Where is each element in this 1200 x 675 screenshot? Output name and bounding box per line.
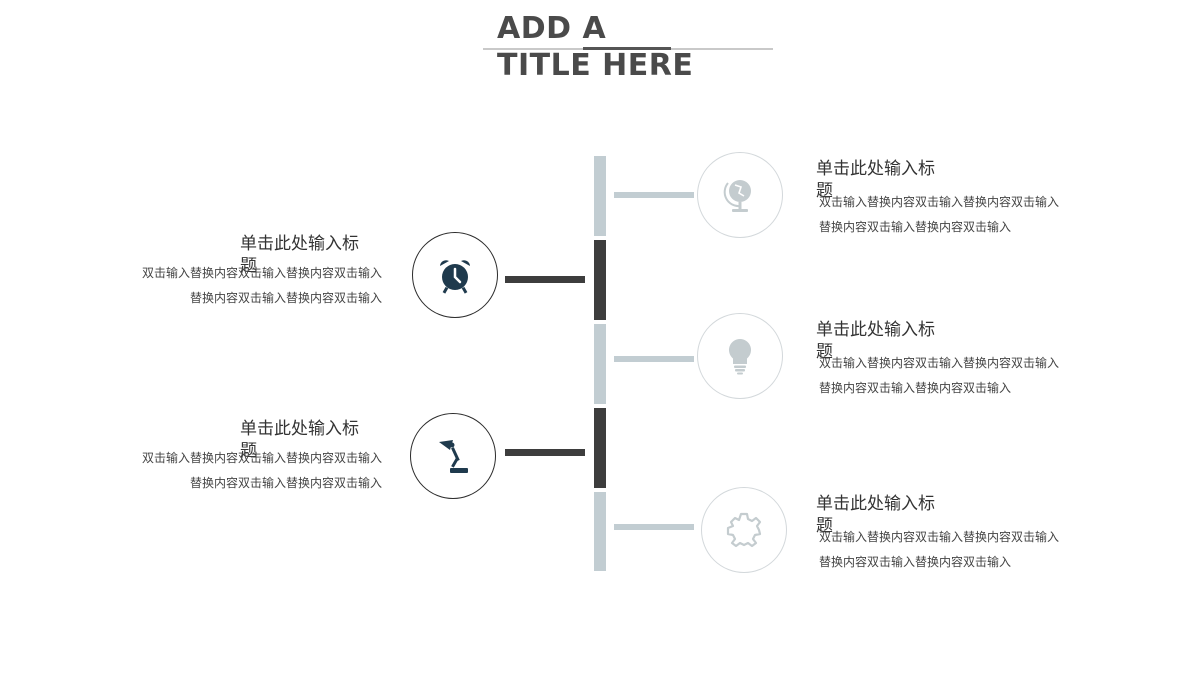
- item-desc[interactable]: 替换内容双击输入替换内容双击输入: [189, 476, 382, 490]
- connector-right-2: [614, 356, 694, 362]
- globe-icon: [723, 180, 751, 212]
- item-desc[interactable]: 替换内容双击输入替换内容双击输入: [819, 220, 1012, 234]
- item-desc[interactable]: 替换内容双击输入替换内容双击输入: [189, 291, 382, 305]
- item-desc[interactable]: 双击输入替换内容双击输入替换内容双击输入: [141, 266, 382, 280]
- spine-segment: [594, 408, 606, 488]
- title-underline-accent: [583, 47, 671, 50]
- spine-segment: [594, 324, 606, 404]
- connector-left-2: [505, 449, 585, 456]
- item-title[interactable]: 单击此处输入标题: [816, 320, 935, 362]
- desk-lamp-icon: [439, 440, 468, 473]
- page-title: ADD A TITLE HERE: [497, 11, 694, 83]
- item-title[interactable]: 单击此处输入标题: [816, 494, 935, 536]
- lightbulb-icon: [728, 338, 752, 375]
- item-desc[interactable]: 替换内容双击输入替换内容双击输入: [819, 381, 1012, 395]
- item-title[interactable]: 单击此处输入标题: [240, 234, 359, 276]
- alarm-clock-icon: [440, 260, 470, 294]
- spine-segment: [594, 492, 606, 571]
- spine-segment: [594, 240, 606, 320]
- connector-right-3: [614, 524, 694, 530]
- item-title[interactable]: 单击此处输入标题: [240, 419, 359, 461]
- item-desc[interactable]: 双击输入替换内容双击输入替换内容双击输入: [819, 530, 1060, 544]
- item-desc[interactable]: 双击输入替换内容双击输入替换内容双击输入: [141, 451, 382, 465]
- connector-right-1: [614, 192, 694, 198]
- item-circle: [697, 152, 783, 238]
- item-circle: [412, 232, 498, 318]
- connector-left-1: [505, 276, 585, 283]
- gear-icon: [726, 512, 762, 548]
- item-circle: [410, 413, 496, 499]
- item-circle: [701, 487, 787, 573]
- item-desc[interactable]: 双击输入替换内容双击输入替换内容双击输入: [819, 356, 1060, 370]
- item-title[interactable]: 单击此处输入标题: [816, 159, 935, 201]
- item-desc[interactable]: 双击输入替换内容双击输入替换内容双击输入: [819, 195, 1060, 209]
- spine-segment: [594, 156, 606, 236]
- item-circle: [697, 313, 783, 399]
- item-desc[interactable]: 替换内容双击输入替换内容双击输入: [819, 555, 1012, 569]
